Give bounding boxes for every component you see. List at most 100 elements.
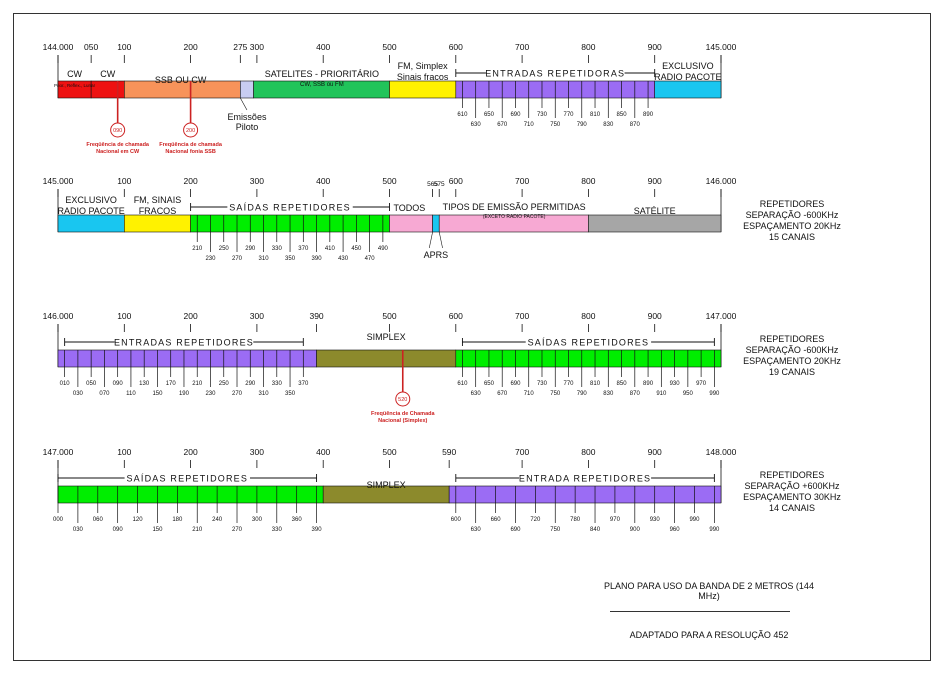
- scale-label-146-100: 100: [117, 311, 131, 321]
- scale-label-146-600: 600: [449, 311, 463, 321]
- channel-label-146-730: 730: [537, 381, 548, 387]
- channel-label-147-390: 390: [312, 527, 323, 533]
- bracket-label-144-0: ENTRADAS REPETIDORAS: [485, 69, 625, 79]
- band-label-144-9: RADIO PACOTE: [654, 72, 721, 82]
- channel-label-147-300: 300: [252, 517, 263, 523]
- channel-label-144-610: 610: [457, 112, 468, 118]
- bracket-label-146-1: SAÍDAS REPETIDORES: [528, 338, 650, 348]
- aprs-leader-l: [428, 231, 433, 249]
- segment-146-1: [316, 349, 457, 368]
- call-circle-144-090: [110, 122, 126, 138]
- scale-label-146-390: 390: [309, 311, 323, 321]
- channel-label-147-180: 180: [172, 517, 183, 523]
- channel-label-147-930: 960: [670, 527, 681, 533]
- segment-144-1: [90, 80, 125, 99]
- channel-label-147-0: 000: [53, 517, 64, 523]
- scale-label-146-800: 800: [581, 311, 595, 321]
- channel-label-147-720: 720: [530, 517, 541, 523]
- scale-label-144-300: 300: [250, 42, 264, 52]
- scale-label-144-100: 100: [117, 42, 131, 52]
- channel-label-147-330: 330: [272, 527, 283, 533]
- scale-label-144-700: 700: [515, 42, 529, 52]
- channel-label-146-950: 950: [683, 391, 694, 397]
- scale-label-145-700: 700: [515, 176, 529, 186]
- channel-label-146-370: 370: [298, 381, 309, 387]
- channel-label-144-670: 670: [497, 122, 508, 128]
- band-label-147-0: SIMPLEX: [367, 480, 406, 490]
- band-label-145-0: EXCLUSIVO: [65, 195, 117, 205]
- channel-label-147-990: 990: [709, 527, 720, 533]
- channel-label-147-690: 690: [510, 527, 521, 533]
- segment-146-0: [57, 349, 317, 368]
- segment-144-7: [654, 80, 722, 99]
- channel-label-145-410: 410: [325, 246, 336, 252]
- channel-label-147-960: 990: [689, 517, 700, 523]
- info-145-3: 15 CANAIS: [769, 232, 815, 242]
- band-label-144-5: CW, SSB ou FM: [300, 82, 344, 88]
- channel-label-147-270: 270: [232, 527, 243, 533]
- channel-label-146-190: 190: [179, 391, 190, 397]
- channel-label-145-450: 450: [351, 246, 362, 252]
- bracket-label-145-0: SAÍDAS REPETIDORES: [229, 203, 351, 213]
- channel-label-145-270: 270: [232, 256, 243, 262]
- channel-label-147-810: 840: [590, 527, 601, 533]
- scale-label-144-500: 500: [382, 42, 396, 52]
- channel-label-146-230: 230: [205, 391, 216, 397]
- scale-label-146-200: 200: [184, 311, 198, 321]
- channel-label-146-690: 690: [510, 381, 521, 387]
- channel-label-147-630: 630: [471, 527, 482, 533]
- call-caption-144-200-1: Nacional fonia SSB: [165, 149, 215, 155]
- channel-label-144-830: 830: [603, 122, 614, 128]
- info-146-0: REPETIDORES: [760, 334, 825, 344]
- channel-label-147-660: 660: [491, 517, 502, 523]
- call-caption-146-520-1: Nacional (Simplex): [378, 418, 427, 424]
- channel-label-144-890: 890: [643, 112, 654, 118]
- channel-label-145-210: 210: [192, 246, 203, 252]
- channel-label-146-330: 330: [272, 381, 283, 387]
- scale-label-145-565: 565: [427, 181, 438, 188]
- channel-label-145-250: 250: [219, 246, 230, 252]
- channel-label-147-60: 060: [93, 517, 104, 523]
- call-number-144-090: 090: [113, 128, 122, 134]
- band-label-144-1: Prior., Reflex., Lunar: [54, 83, 96, 88]
- channel-label-146-30: 030: [73, 391, 84, 397]
- segment-146-2: [455, 349, 722, 368]
- footer-note: ADAPTADO PARA A RESOLUÇÃO 452: [594, 630, 824, 640]
- channel-label-145-430: 430: [338, 256, 349, 262]
- call-caption-146-520-0: Freqüência de Chamada: [371, 411, 436, 417]
- band-label-145-2: FM, SINAIS: [134, 195, 182, 205]
- channel-label-145-470: 470: [365, 256, 376, 262]
- channel-label-144-690: 690: [510, 112, 521, 118]
- segment-145-0: [57, 214, 125, 233]
- scale-label-146-300: 300: [250, 311, 264, 321]
- channel-label-147-870: 900: [630, 527, 641, 533]
- channel-label-144-810: 810: [590, 112, 601, 118]
- info-147-2: ESPAÇAMENTO 30KHz: [743, 492, 841, 502]
- segment-144-3: [240, 80, 254, 99]
- channel-label-147-120: 120: [133, 517, 144, 523]
- scale-label-147-147.000: 147.000: [43, 447, 74, 457]
- scale-label-145-300: 300: [250, 176, 264, 186]
- footer-title: PLANO PARA USO DA BANDA DE 2 METROS (144…: [594, 581, 824, 601]
- channel-label-145-310: 310: [259, 256, 270, 262]
- info-145-1: SEPARAÇÃO -600KHz: [746, 210, 839, 220]
- band-label-145-6: (EXCETO RADIO PACOTE): [483, 214, 546, 220]
- call-caption-144-200-0: Freqüência de chamada: [159, 142, 223, 148]
- scale-label-145-800: 800: [581, 176, 595, 186]
- info-146-2: ESPAÇAMENTO 20KHz: [743, 356, 841, 366]
- channel-label-146-970: 970: [696, 381, 707, 387]
- band-label-145-1: RADIO PACOTE: [57, 206, 124, 216]
- scale-label-147-700: 700: [515, 447, 529, 457]
- channel-label-146-890: 890: [643, 381, 654, 387]
- channel-label-146-250: 250: [219, 381, 230, 387]
- bracket-label-147-0: SAÍDAS REPETIDORES: [126, 474, 248, 484]
- scale-label-145-500: 500: [382, 176, 396, 186]
- band-label-144-2: CW: [100, 69, 115, 79]
- scale-label-144-144.000: 144.000: [43, 42, 74, 52]
- channel-label-146-70: 070: [99, 391, 110, 397]
- segment-145-4: [432, 214, 440, 233]
- info-145-2: ESPAÇAMENTO 20KHz: [743, 221, 841, 231]
- below-label-145-0: APRS: [424, 250, 449, 260]
- scale-label-146-146.000: 146.000: [43, 311, 74, 321]
